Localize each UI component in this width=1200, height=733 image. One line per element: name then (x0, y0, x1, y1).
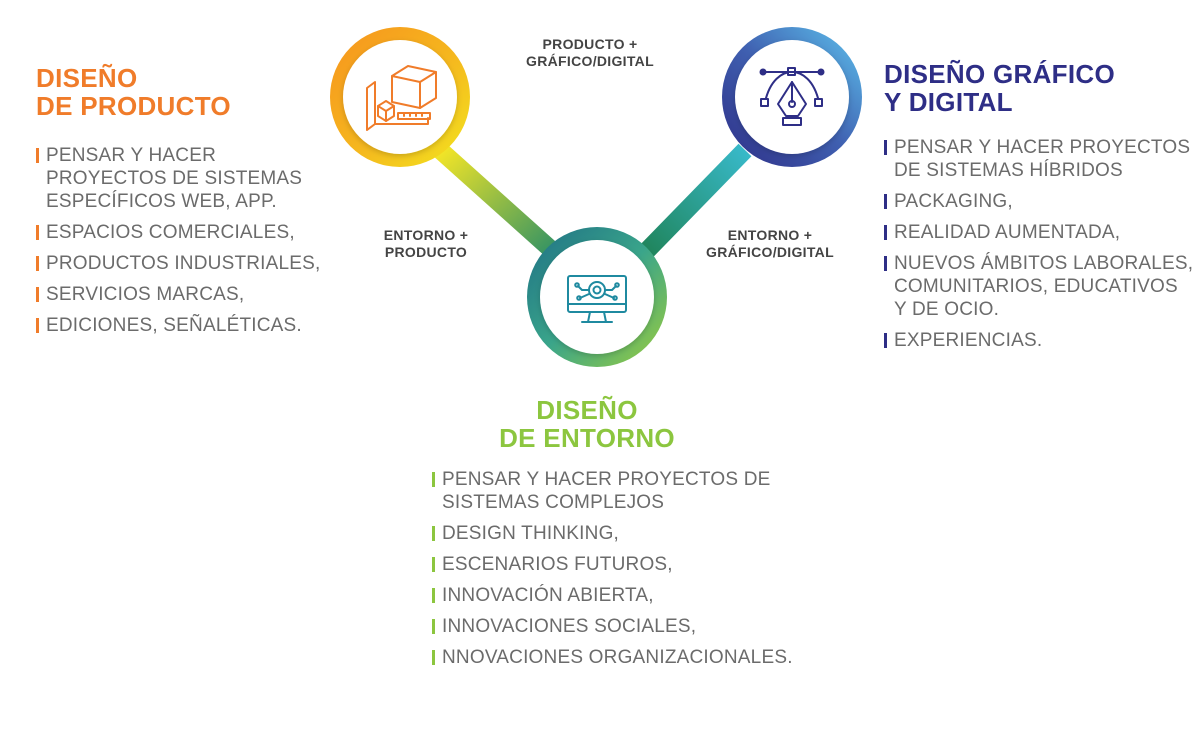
section-title: DISEÑO DE ENTORNO (432, 396, 742, 452)
list-item: PENSAR Y HACER PROYECTOS DE SISTEMAS ESP… (36, 144, 336, 213)
edge-label-line: ENTORNO + (727, 227, 813, 243)
list-item-text: ESPACIOS COMERCIALES, (46, 222, 295, 243)
list-item: DESIGN THINKING, (432, 522, 832, 545)
edge-label-producto-grafico: PRODUCTO + GRÁFICO/DIGITAL (490, 36, 690, 70)
edge-label-entorno-grafico: ENTORNO + GRÁFICO/DIGITAL (690, 227, 850, 261)
list-item-text: SERVICIOS MARCAS, (46, 284, 245, 305)
title-line: DISEÑO GRÁFICO (884, 59, 1115, 89)
list-item-text: NUEVOS ÁMBITOS LABORALES, COMUNITARIOS, … (894, 253, 1194, 320)
item-list: PENSAR Y HACER PROYECTOS DE SISTEMAS COM… (432, 468, 832, 669)
list-item: ESPACIOS COMERCIALES, (36, 221, 336, 244)
list-item: SERVICIOS MARCAS, (36, 283, 336, 306)
title-line: DE ENTORNO (499, 423, 675, 453)
list-item: NUEVOS ÁMBITOS LABORALES, COMUNITARIOS, … (884, 252, 1194, 321)
connector-grafico-entorno (623, 143, 752, 275)
list-item: EDICIONES, SEÑALÉTICAS. (36, 314, 336, 337)
list-item-text: DESIGN THINKING, (442, 523, 620, 544)
section-title: DISEÑO GRÁFICO Y DIGITAL (884, 60, 1194, 116)
edge-label-line: GRÁFICO/DIGITAL (526, 53, 654, 69)
list-item: ESCENARIOS FUTUROS, (432, 553, 832, 576)
list-item-text: EDICIONES, SEÑALÉTICAS. (46, 315, 302, 336)
list-item-text: PENSAR Y HACER PROYECTOS DE SISTEMAS ESP… (46, 145, 303, 212)
section-diseno-entorno: DISEÑO DE ENTORNO PENSAR Y HACER PROYECT… (432, 396, 832, 677)
list-item: REALIDAD AUMENTADA, (884, 221, 1194, 244)
list-item: PACKAGING, (884, 190, 1194, 213)
list-item-text: REALIDAD AUMENTADA, (894, 222, 1121, 243)
list-item-text: INNOVACIONES SOCIALES, (442, 616, 697, 637)
node-producto (330, 27, 470, 167)
section-diseno-grafico: DISEÑO GRÁFICO Y DIGITAL PENSAR Y HACER … (884, 60, 1194, 360)
edge-label-line: GRÁFICO/DIGITAL (706, 244, 834, 260)
list-item: NNOVACIONES ORGANIZACIONALES. (432, 646, 832, 669)
list-item-text: PENSAR Y HACER PROYECTOS DE SISTEMAS COM… (442, 469, 771, 513)
edge-label-entorno-producto: ENTORNO + PRODUCTO (356, 227, 496, 261)
title-line: DE PRODUCTO (36, 91, 231, 121)
monitor-circuit-icon (567, 275, 627, 323)
list-item-text: ESCENARIOS FUTUROS, (442, 554, 673, 575)
blueprint-cube-icon (366, 65, 437, 131)
item-list: PENSAR Y HACER PROYECTOS DE SISTEMAS HÍB… (884, 136, 1194, 352)
list-item-text: EXPERIENCIAS. (894, 330, 1043, 351)
list-item-text: INNOVACIÓN ABIERTA, (442, 585, 654, 606)
title-line: DISEÑO (36, 63, 138, 93)
list-item-text: NNOVACIONES ORGANIZACIONALES. (442, 647, 793, 668)
title-line: DISEÑO (536, 395, 638, 425)
list-item: INNOVACIÓN ABIERTA, (432, 584, 832, 607)
list-item: INNOVACIONES SOCIALES, (432, 615, 832, 638)
pen-nib-bezier-icon (759, 67, 825, 126)
list-item-text: PENSAR Y HACER PROYECTOS DE SISTEMAS HÍB… (894, 137, 1191, 181)
node-entorno (527, 227, 667, 367)
edge-label-line: ENTORNO + (383, 227, 469, 243)
title-line: Y DIGITAL (884, 87, 1013, 117)
list-item: PENSAR Y HACER PROYECTOS DE SISTEMAS COM… (432, 468, 832, 514)
section-title: DISEÑO DE PRODUCTO (36, 64, 336, 120)
list-item-text: PRODUCTOS INDUSTRIALES, (46, 253, 321, 274)
connector-producto-entorno (433, 143, 572, 269)
list-item: EXPERIENCIAS. (884, 329, 1194, 352)
edge-label-line: PRODUCTO + (542, 36, 638, 52)
section-diseno-producto: DISEÑO DE PRODUCTO PENSAR Y HACER PROYEC… (36, 64, 336, 345)
node-grafico (722, 27, 862, 167)
item-list: PENSAR Y HACER PROYECTOS DE SISTEMAS ESP… (36, 144, 336, 337)
list-item: PENSAR Y HACER PROYECTOS DE SISTEMAS HÍB… (884, 136, 1194, 182)
edge-label-line: PRODUCTO (384, 244, 468, 260)
list-item-text: PACKAGING, (894, 191, 1013, 212)
list-item: PRODUCTOS INDUSTRIALES, (36, 252, 336, 275)
